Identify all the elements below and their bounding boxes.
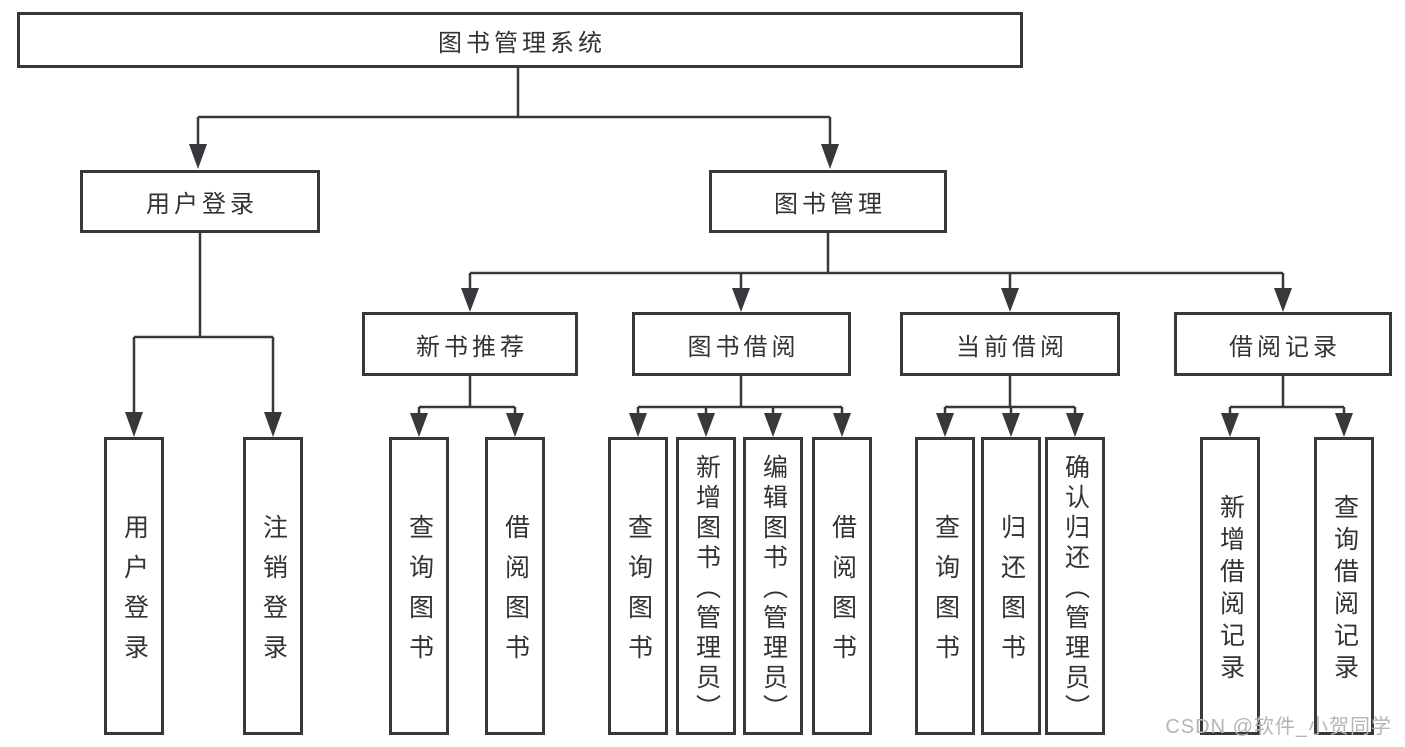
leaf-return-book: 归还图书 (981, 437, 1041, 735)
node-book-management: 图书管理 (709, 170, 947, 233)
node-book-borrow: 图书借阅 (632, 312, 851, 376)
leaf-label: 借阅图书 (501, 513, 530, 674)
leaf-query-book-current: 查询图书 (915, 437, 975, 735)
leaf-borrow-book-recommend: 借阅图书 (485, 437, 545, 735)
leaf-label: 确认归还（管理员） (1061, 453, 1090, 724)
node-borrow-records: 借阅记录 (1174, 312, 1392, 376)
leaf-query-book-recommend: 查询图书 (389, 437, 449, 735)
leaf-label: 用户登录 (120, 513, 149, 674)
node-new-book-recommend: 新书推荐 (362, 312, 578, 376)
node-user-login: 用户登录 (80, 170, 320, 233)
leaf-user-login: 用户登录 (104, 437, 164, 735)
leaf-edit-book-admin: 编辑图书（管理员） (743, 437, 803, 735)
leaf-label: 查询图书 (624, 513, 653, 674)
leaf-label: 查询图书 (931, 513, 960, 674)
leaf-label: 编辑图书（管理员） (759, 453, 788, 724)
node-root: 图书管理系统 (17, 12, 1023, 68)
leaf-query-book-borrow: 查询图书 (608, 437, 668, 735)
leaf-label: 归还图书 (997, 513, 1026, 674)
leaf-label: 新增图书（管理员） (692, 453, 721, 724)
leaf-confirm-return-admin: 确认归还（管理员） (1045, 437, 1105, 735)
node-current-borrow: 当前借阅 (900, 312, 1120, 376)
leaf-borrow-book-borrow: 借阅图书 (812, 437, 872, 735)
leaf-label: 新增借阅记录 (1216, 493, 1245, 686)
leaf-logout: 注销登录 (243, 437, 303, 735)
leaf-label: 查询图书 (405, 513, 434, 674)
watermark: CSDN @软件_小贺同学 (1165, 716, 1392, 738)
leaf-label: 查询借阅记录 (1330, 493, 1359, 686)
leaf-label: 借阅图书 (828, 513, 857, 674)
leaf-query-borrow-record: 查询借阅记录 (1314, 437, 1374, 735)
leaf-add-borrow-record: 新增借阅记录 (1200, 437, 1260, 735)
leaf-add-book-admin: 新增图书（管理员） (676, 437, 736, 735)
leaf-label: 注销登录 (259, 513, 288, 674)
